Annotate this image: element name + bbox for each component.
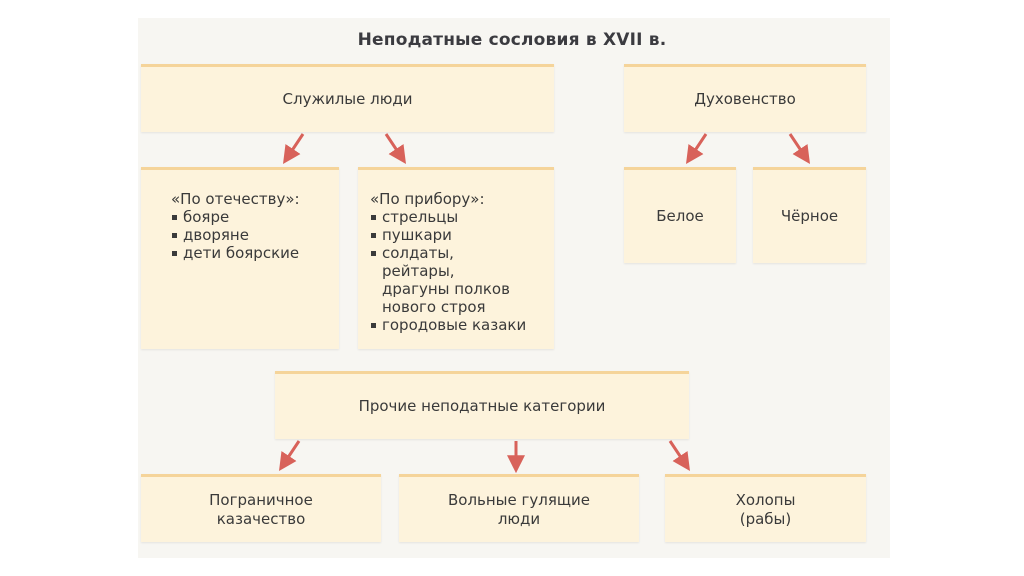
node-black-clergy-label: Чёрное xyxy=(780,207,839,225)
list-item: дети боярские xyxy=(171,244,339,262)
list-item: городовые казаки xyxy=(370,316,554,334)
node-by-recruitment: «По прибору»: стрельцы пушкари солдаты, … xyxy=(358,167,554,349)
by-recruitment-list: стрельцы пушкари солдаты, рейтары, драгу… xyxy=(370,208,554,334)
diagram-title: Неподатные сословия в XVII в. xyxy=(357,30,667,50)
list-item: дворяне xyxy=(171,226,339,244)
node-by-fatherland-heading: «По отечеству»: xyxy=(171,190,300,208)
node-serfs-label: Холопы (рабы) xyxy=(735,490,796,528)
node-white-clergy-label: Белое xyxy=(656,207,704,225)
list-item: стрельцы xyxy=(370,208,554,226)
list-item: солдаты, рейтары, драгуны полков нового … xyxy=(370,244,554,316)
arrow-to-by-fatherland xyxy=(283,133,305,164)
node-border-cossacks: Пограничное казачество xyxy=(141,474,381,542)
arrow-to-by-recruitment xyxy=(384,133,406,164)
list-item: бояре xyxy=(171,208,339,226)
by-fatherland-list: бояре дворяне дети боярские xyxy=(171,208,339,262)
node-free-people: Вольные гулящие люди xyxy=(399,474,639,542)
node-white-clergy: Белое xyxy=(624,167,736,263)
node-other-categories: Прочие неподатные категории xyxy=(275,371,689,439)
list-item: пушкари xyxy=(370,226,554,244)
node-other-categories-label: Прочие неподатные категории xyxy=(358,397,606,415)
node-service-people: Служилые люди xyxy=(141,64,554,132)
arrow-to-white-clergy xyxy=(686,133,708,164)
node-clergy: Духовенство xyxy=(624,64,866,132)
arrow-to-border-cossacks xyxy=(279,440,301,471)
node-service-people-label: Служилые люди xyxy=(282,90,413,108)
node-serfs: Холопы (рабы) xyxy=(665,474,866,542)
node-by-fatherland: «По отечеству»: бояре дворяне дети боярс… xyxy=(141,167,339,349)
node-free-people-label: Вольные гулящие люди xyxy=(447,490,591,528)
arrow-to-serfs xyxy=(668,440,690,471)
node-border-cossacks-label: Пограничное казачество xyxy=(209,490,313,528)
arrow-to-black-clergy xyxy=(788,133,810,164)
node-black-clergy: Чёрное xyxy=(753,167,866,263)
node-by-recruitment-heading: «По прибору»: xyxy=(370,190,485,208)
node-clergy-label: Духовенство xyxy=(694,90,796,108)
